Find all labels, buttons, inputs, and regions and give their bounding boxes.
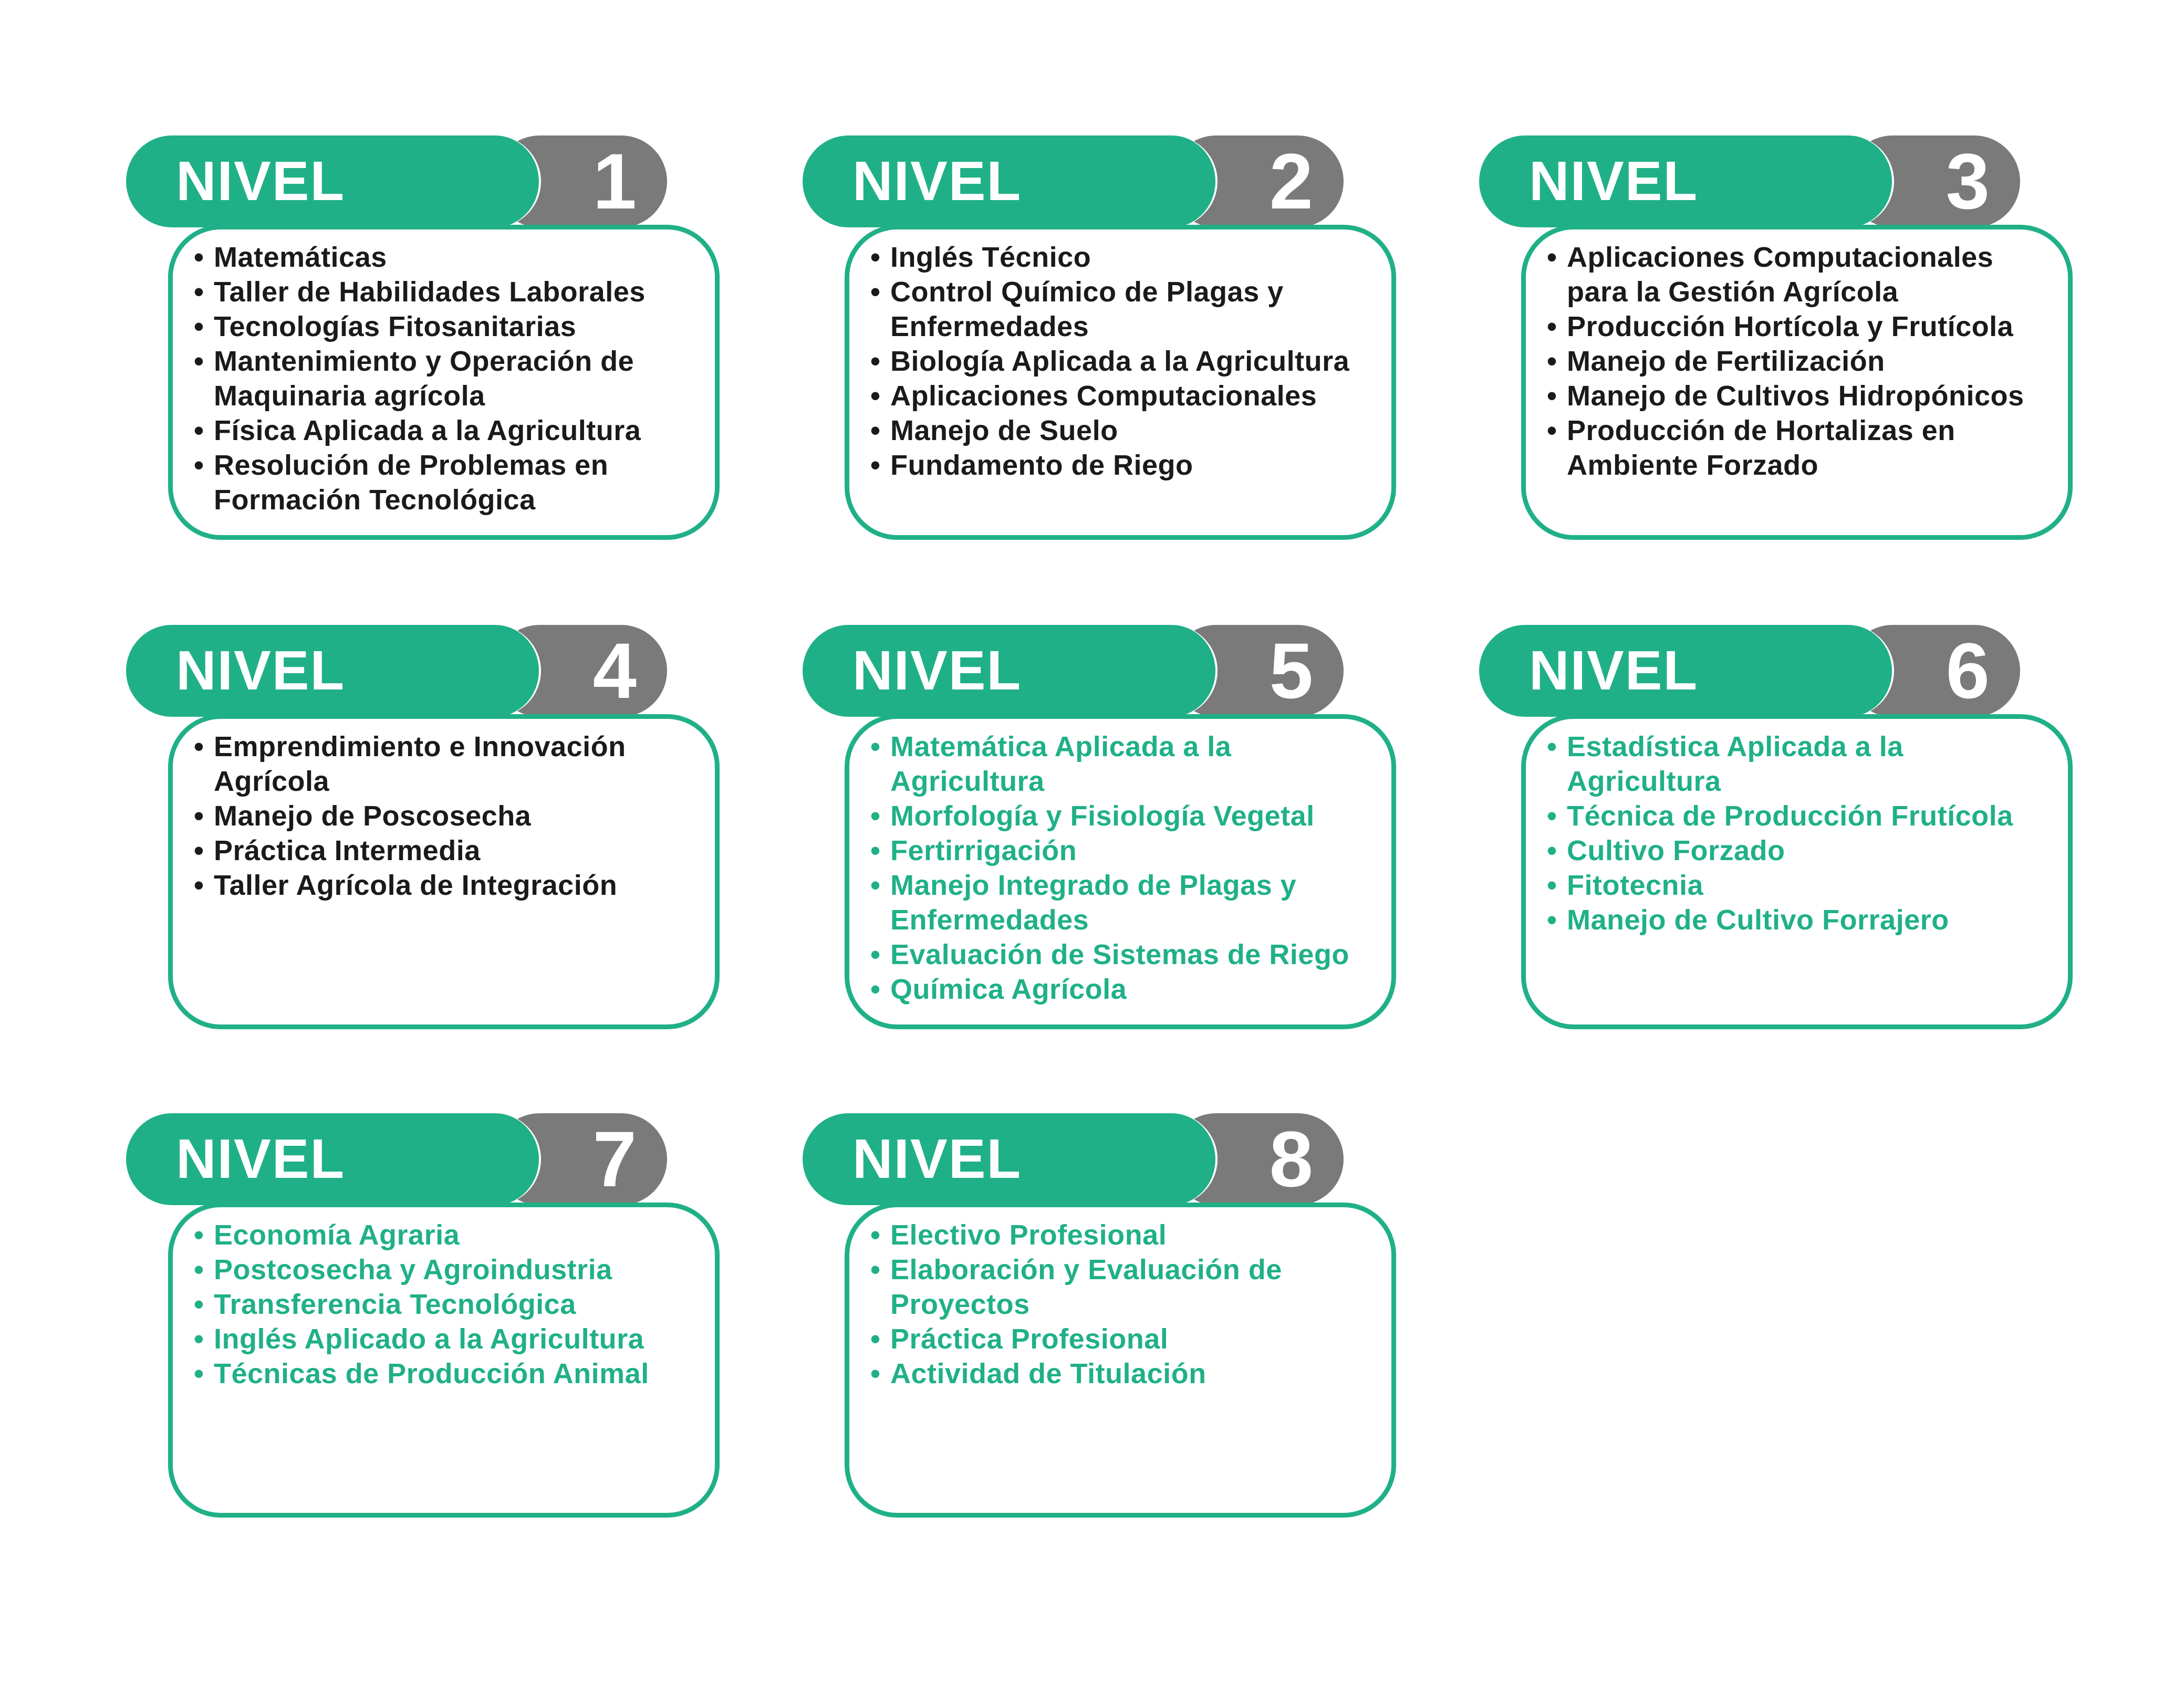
level-label-tab: NIVEL bbox=[803, 625, 1218, 717]
course-item: Técnicas de Producción Animal bbox=[194, 1356, 704, 1391]
course-item: Inglés Aplicado a la Agricultura bbox=[194, 1322, 704, 1356]
course-list-box: Economía Agraria Postcosecha y Agroindus… bbox=[168, 1203, 720, 1518]
course-item: Electivo Profesional bbox=[870, 1218, 1381, 1252]
course-item: Estadística Aplicada a la Agricultura bbox=[1547, 729, 2057, 799]
course-item: Fitotecnia bbox=[1547, 868, 2057, 903]
course-item: Manejo de Poscosecha bbox=[194, 799, 704, 833]
course-item: Elaboración y Evaluación de Proyectos bbox=[870, 1252, 1381, 1322]
course-item: Resolución de Problemas en Formación Tec… bbox=[194, 448, 704, 517]
level-card-2: 2 NIVEL Inglés Técnico Control Químico d… bbox=[803, 135, 1396, 571]
course-item: Física Aplicada a la Agricultura bbox=[194, 413, 704, 448]
course-item: Matemáticas bbox=[194, 240, 704, 275]
course-item: Manejo de Fertilización bbox=[1547, 344, 2057, 379]
course-item: Producción de Hortalizas en Ambiente For… bbox=[1547, 413, 2057, 483]
course-item: Matemática Aplicada a la Agricultura bbox=[870, 729, 1381, 799]
course-item: Aplicaciones Computacionales bbox=[870, 379, 1381, 413]
course-item: Economía Agraria bbox=[194, 1218, 704, 1252]
course-list-box: Matemáticas Taller de Habilidades Labora… bbox=[168, 225, 720, 540]
course-item: Manejo Integrado de Plagas y Enfermedade… bbox=[870, 868, 1381, 937]
level-label-tab: NIVEL bbox=[1479, 135, 1894, 227]
course-item: Química Agrícola bbox=[870, 972, 1381, 1007]
course-list-box: Emprendimiento e Innovación Agrícola Man… bbox=[168, 714, 720, 1029]
course-item: Transferencia Tecnológica bbox=[194, 1287, 704, 1322]
course-item: Producción Hortícola y Frutícola bbox=[1547, 309, 2057, 344]
course-item: Fertirrigación bbox=[870, 833, 1381, 868]
course-item: Técnica de Producción Frutícola bbox=[1547, 799, 2057, 833]
course-item: Manejo de Cultivos Hidropónicos bbox=[1547, 379, 2057, 413]
level-card-6: 6 NIVEL Estadística Aplicada a la Agricu… bbox=[1479, 625, 2073, 1061]
course-item: Práctica Profesional bbox=[870, 1322, 1381, 1356]
course-item: Tecnologías Fitosanitarias bbox=[194, 309, 704, 344]
level-label-tab: NIVEL bbox=[126, 1113, 541, 1205]
course-item: Taller Agrícola de Integración bbox=[194, 868, 704, 903]
level-label-tab: NIVEL bbox=[1479, 625, 1894, 717]
level-card-3: 3 NIVEL Aplicaciones Computacionales par… bbox=[1479, 135, 2073, 571]
course-list-box: Inglés Técnico Control Químico de Plagas… bbox=[845, 225, 1396, 540]
level-card-5: 5 NIVEL Matemática Aplicada a la Agricul… bbox=[803, 625, 1396, 1061]
course-item: Manejo de Cultivo Forrajero bbox=[1547, 903, 2057, 937]
course-list-box: Electivo Profesional Elaboración y Evalu… bbox=[845, 1203, 1396, 1518]
course-item: Manejo de Suelo bbox=[870, 413, 1381, 448]
course-item: Postcosecha y Agroindustria bbox=[194, 1252, 704, 1287]
course-item: Taller de Habilidades Laborales bbox=[194, 275, 704, 309]
course-item: Evaluación de Sistemas de Riego bbox=[870, 937, 1381, 972]
course-item: Práctica Intermedia bbox=[194, 833, 704, 868]
course-list-box: Aplicaciones Computacionales para la Ges… bbox=[1521, 225, 2073, 540]
course-item: Inglés Técnico bbox=[870, 240, 1381, 275]
course-item: Control Químico de Plagas y Enfermedades bbox=[870, 275, 1381, 344]
course-item: Cultivo Forzado bbox=[1547, 833, 2057, 868]
course-item: Mantenimiento y Operación de Maquinaria … bbox=[194, 344, 704, 413]
course-list-box: Estadística Aplicada a la Agricultura Té… bbox=[1521, 714, 2073, 1029]
course-item: Biología Aplicada a la Agricultura bbox=[870, 344, 1381, 379]
course-item: Aplicaciones Computacionales para la Ges… bbox=[1547, 240, 2057, 309]
level-label-tab: NIVEL bbox=[803, 1113, 1218, 1205]
level-card-8: 8 NIVEL Electivo Profesional Elaboración… bbox=[803, 1113, 1396, 1549]
course-item: Morfología y Fisiología Vegetal bbox=[870, 799, 1381, 833]
course-item: Fundamento de Riego bbox=[870, 448, 1381, 483]
level-card-7: 7 NIVEL Economía Agraria Postcosecha y A… bbox=[126, 1113, 720, 1549]
course-item: Emprendimiento e Innovación Agrícola bbox=[194, 729, 704, 799]
level-label-tab: NIVEL bbox=[126, 625, 541, 717]
level-label-tab: NIVEL bbox=[126, 135, 541, 227]
level-card-4: 4 NIVEL Emprendimiento e Innovación Agrí… bbox=[126, 625, 720, 1061]
course-item: Actividad de Titulación bbox=[870, 1356, 1381, 1391]
level-label-tab: NIVEL bbox=[803, 135, 1218, 227]
course-list-box: Matemática Aplicada a la Agricultura Mor… bbox=[845, 714, 1396, 1029]
level-card-1: 1 NIVEL Matemáticas Taller de Habilidade… bbox=[126, 135, 720, 571]
